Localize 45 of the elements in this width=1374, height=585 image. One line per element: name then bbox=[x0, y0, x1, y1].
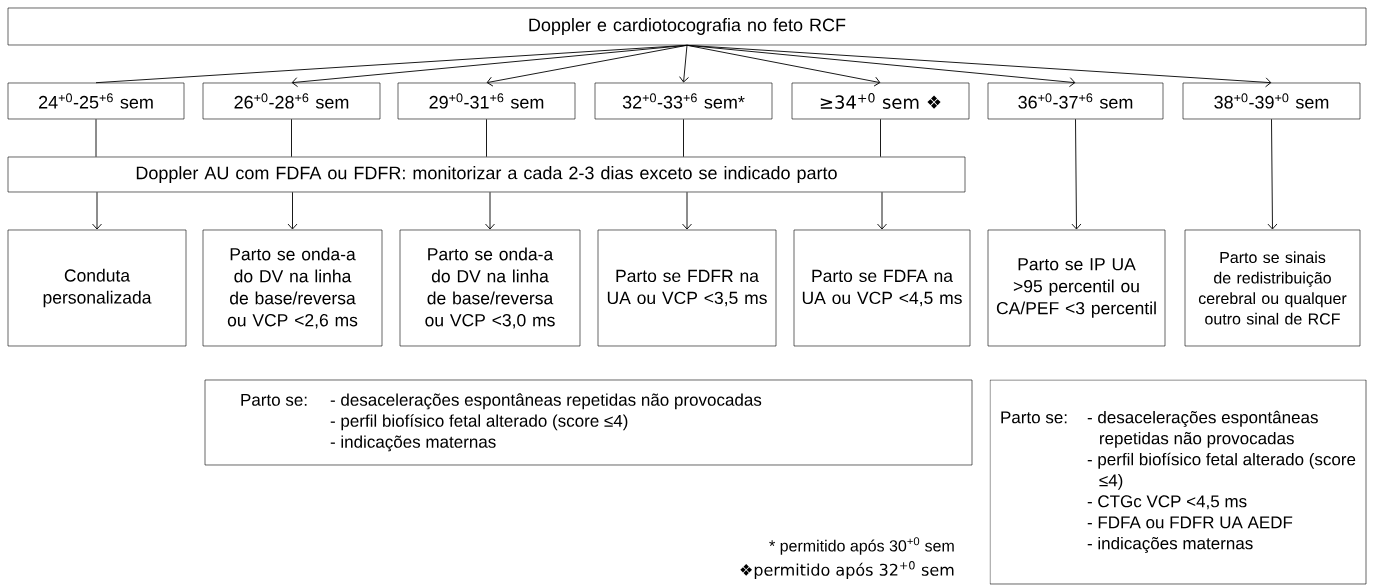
week-box: 32$^{+0}$-33$^{+6}$ sem* bbox=[594, 82, 773, 120]
week-box: 38$^{+0}$-39$^{+0}$ sem bbox=[1182, 82, 1361, 120]
connector-line bbox=[291, 118, 292, 158]
connector-line bbox=[486, 118, 487, 158]
outcome-box: Parto se IP UA >95 percentil ou CA/PEF <3 percentil bbox=[987, 229, 1166, 347]
list-item: - FDFA ou FDFR UA AEDF bbox=[1087, 516, 1293, 529]
note-box bbox=[204, 379, 973, 466]
outcome-box: Conduta personalizada bbox=[7, 229, 187, 347]
arrow bbox=[686, 44, 1272, 88]
week-box: 24$^{+0}$-25$^{+6}$ sem bbox=[7, 82, 185, 120]
list-item: - indicações maternas bbox=[1087, 536, 1253, 553]
list-item: - CTGc VCP <4,5 ms bbox=[1087, 495, 1247, 510]
arrow bbox=[1071, 118, 1082, 230]
note-label: Parto se: bbox=[1001, 411, 1067, 424]
footnote: ❖permitido após 32$^{+0}$ sem bbox=[740, 561, 954, 579]
arrow bbox=[287, 191, 298, 230]
list-item: - desacelerações espontâneas repetidas não provocadas bbox=[330, 393, 762, 410]
connector-line bbox=[95, 118, 97, 158]
arrow bbox=[1267, 118, 1278, 230]
outcome-box: Parto se onda-a do DV na linha de base/reversa ou VCP <2,6 ms bbox=[202, 229, 383, 347]
outcome-box: Parto se FDFA na UA ou VCP <4,5 ms bbox=[793, 229, 971, 347]
week-box: 36$^{+0}$-37$^{+6}$ sem bbox=[987, 82, 1164, 120]
arrow bbox=[486, 44, 688, 87]
outcome-box: Parto se FDFR na UA ou VCP <3,5 ms bbox=[597, 229, 777, 347]
connector-line bbox=[880, 118, 881, 158]
arrow bbox=[679, 44, 689, 83]
list-item: - desacelerações espontâneas repetidas não provocadas bbox=[1087, 410, 1318, 448]
arrow bbox=[485, 191, 495, 230]
title-box: Doppler e cardiotocografia no feto RCF bbox=[7, 7, 1367, 46]
list-item: - perfil biofísico fetal alterado (score ≤4) bbox=[330, 414, 628, 431]
connector-line bbox=[683, 118, 684, 158]
week-box: 29$^{+0}$-31$^{+6}$ sem bbox=[397, 82, 576, 120]
note-label: Parto se: bbox=[241, 394, 307, 406]
week-box: 26$^{+0}$-28$^{+6}$ sem bbox=[202, 82, 381, 120]
outcome-box: Parto se onda-a do DV na linha de base/reversa ou VCP <3,0 ms bbox=[399, 229, 581, 347]
list-item: - indicações maternas bbox=[330, 435, 496, 452]
outcome-box: Parto se sinais de redistribuição cerebral ou qualquer outro sinal de RCF bbox=[1184, 229, 1361, 347]
week-box: ≥34$^{+0}$ sem ❖ bbox=[791, 82, 970, 120]
arrow bbox=[92, 191, 102, 230]
footnote: * permitido após 30$^{+0}$ sem bbox=[769, 537, 954, 555]
arrow bbox=[877, 191, 887, 230]
note-box bbox=[989, 379, 1367, 585]
list-item: - perfil biofísico fetal alterado (score ≤4) bbox=[1087, 452, 1356, 490]
arrow bbox=[682, 191, 692, 230]
monitoring-box: Doppler AU com FDFA ou FDFR: monitorizar a cada 2-3 dias exceto se indicado parto bbox=[7, 156, 966, 193]
